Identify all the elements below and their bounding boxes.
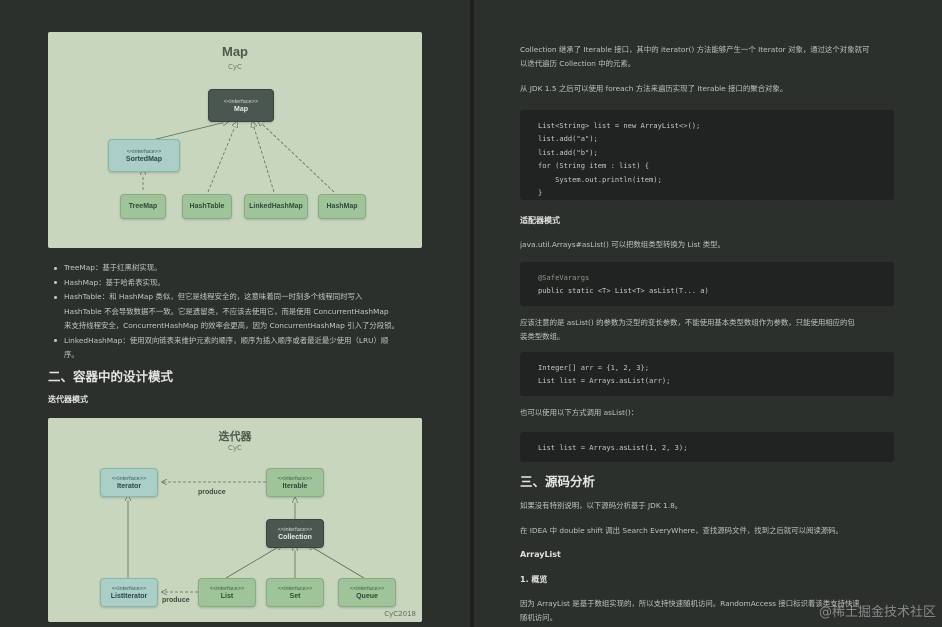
page-divider: [470, 0, 474, 627]
node-treemap: TreeMap: [120, 194, 166, 219]
code-line: List list = Arrays.asList(arr);: [538, 376, 671, 386]
map-class-diagram: Map CyC <<interface>> Map <<interface>> …: [48, 32, 422, 248]
paragraph-idea-tip: 在 IDEA 中 double shift 调出 Search EveryWhe…: [520, 526, 843, 535]
code-line: list.add("a");: [538, 134, 598, 144]
node-sortedmap: <<interface>> SortedMap: [108, 139, 180, 172]
paragraph-foreach: 从 JDK 1.5 之后可以使用 foreach 方法来遍历实现了 Iterab…: [520, 84, 788, 93]
edge-linkedhashmap-map: [253, 124, 275, 193]
paragraph-jdk-version: 如果没有特别说明，以下源码分析基于 JDK 1.8。: [520, 501, 683, 510]
paragraph-aslist-alt: 也可以使用以下方式调用 asList()：: [520, 408, 639, 417]
list-item: LinkedHashMap：使用双向链表来维护元素的顺序，顺序为插入顺序或者最近…: [50, 334, 420, 349]
node-set: <<interface>> Set: [266, 578, 324, 607]
edge-list-collection: [225, 546, 280, 579]
code-line: List<String> list = new ArrayList<>();: [538, 121, 701, 130]
paragraph-aslist-note: 应该注意的是 asList() 的参数为泛型的变长参数，不能使用基本类型数组作为…: [520, 318, 855, 341]
left-page: Map CyC <<interface>> Map <<interface>> …: [0, 0, 470, 627]
list-item-continuation: 序。: [64, 350, 79, 359]
iterator-diagram-author: CyC: [228, 444, 242, 452]
produce-label-top: produce: [198, 489, 226, 496]
subsection-heading-iterator: 迭代器模式: [48, 395, 88, 404]
iterator-diagram-title: 迭代器: [218, 431, 252, 443]
code-line: list.add("b");: [538, 147, 598, 157]
code-line: public static <T> List<T> asList(T... a): [538, 286, 709, 296]
subsection-heading-adapter: 适配器模式: [520, 216, 560, 225]
list-item-continuation: HashTable 不会导致数据不一致。它是遗留类，不应该去使用它，而是使用 C…: [64, 306, 389, 316]
section-heading-design-patterns: 二、容器中的设计模式: [48, 369, 174, 384]
subsection-heading-overview: 1. 概览: [520, 575, 548, 584]
code-line: }: [538, 188, 543, 198]
paragraph-aslist: java.util.Arrays#asList() 可以把数组类型转换为 Lis…: [520, 240, 725, 249]
node-collection: <<interface>> Collection: [266, 519, 324, 548]
list-item: TreeMap：基于红黑树实现。: [50, 261, 420, 276]
code-line: System.out.println(item);: [538, 174, 662, 184]
node-iterable: <<interface>> Iterable: [266, 468, 324, 497]
map-implementations-list: TreeMap：基于红黑树实现。 HashMap：基于哈希表实现。 HashTa…: [50, 261, 420, 363]
node-queue: <<interface>> Queue: [338, 578, 396, 607]
map-diagram-title: Map: [222, 44, 248, 59]
edge-queue-collection: [310, 546, 365, 579]
code-line: List list = Arrays.asList(1, 2, 3);: [538, 443, 688, 452]
right-page: Collection 继承了 Iterable 接口，其中的 iterator(…: [474, 0, 942, 627]
section-heading-source-analysis: 三、源码分析: [520, 474, 596, 489]
produce-label-bottom: produce: [162, 597, 190, 604]
edge-hashmap-map: [260, 122, 335, 193]
subsection-heading-arraylist: ArrayList: [520, 550, 561, 559]
code-line: Integer[] arr = {1, 2, 3};: [538, 363, 650, 372]
edge-hashtable-map: [207, 124, 236, 193]
paragraph-collection-iterable: Collection 继承了 Iterable 接口，其中的 iterator(…: [520, 45, 870, 68]
code-block-foreach: List<String> list = new ArrayList<>(); l…: [520, 110, 894, 200]
code-line: for (String item : list) {: [538, 161, 650, 171]
edge-sortedmap-map: [143, 122, 226, 143]
watermark: @稀土掘金技术社区: [818, 605, 936, 620]
iterator-class-diagram: 迭代器 CyC produce produce <<interface>>: [48, 418, 422, 622]
code-block-aslist-array: Integer[] arr = {1, 2, 3}; List list = A…: [520, 352, 894, 396]
node-map: <<interface>> Map: [208, 89, 274, 122]
code-block-aslist-signature: @SafeVarargs public static <T> List<T> a…: [520, 262, 894, 306]
cyc-logo: CyC2018: [384, 610, 416, 618]
list-item-continuation: 来支持线程安全，ConcurrentHashMap 的效率会更高，因为 Conc…: [64, 321, 399, 330]
node-linkedhashmap: LinkedHashMap: [244, 194, 308, 219]
node-hashtable: HashTable: [182, 194, 232, 219]
node-listiterator: <<interface>> ListIterator: [100, 578, 158, 607]
map-diagram-author: CyC: [228, 63, 242, 71]
node-iterator: <<interface>> Iterator: [100, 468, 158, 497]
node-list: <<interface>> List: [198, 578, 256, 607]
iterator-diagram-edges: [48, 418, 365, 622]
code-line: @SafeVarargs: [538, 273, 590, 282]
list-item: HashTable：和 HashMap 类似，但它是线程安全的，这意味着同一时刻…: [50, 290, 420, 305]
node-hashmap: HashMap: [318, 194, 366, 219]
list-item: HashMap：基于哈希表实现。: [50, 276, 420, 291]
paragraph-arraylist-overview: 因为 ArrayList 是基于数组实现的，所以支持快速随机访问。RandomA…: [520, 599, 860, 622]
code-block-aslist-varargs: List list = Arrays.asList(1, 2, 3);: [520, 432, 894, 462]
